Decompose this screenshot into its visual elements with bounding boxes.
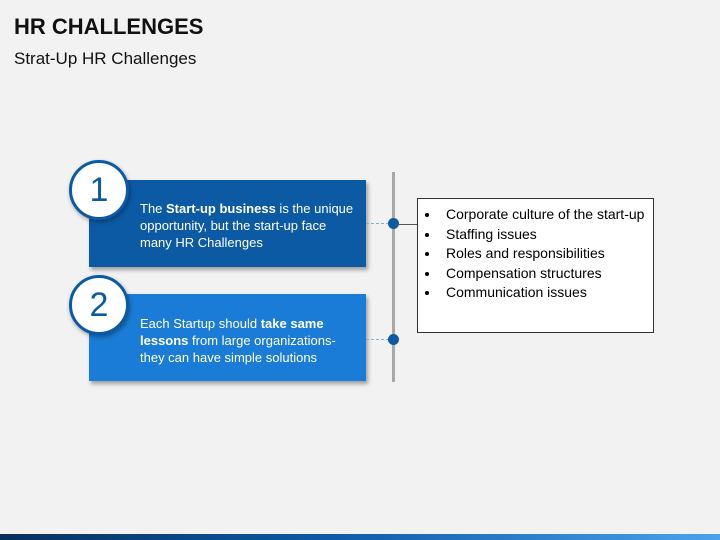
timeline-dot-2 <box>388 334 399 345</box>
list-connector-line <box>395 224 417 225</box>
step-1-text-bold: Start-up business <box>166 201 276 216</box>
page-title: HR CHALLENGES <box>14 14 204 39</box>
challenges-list-box: Corporate culture of the start-up Staffi… <box>417 198 654 333</box>
challenge-item: Communication issues <box>440 283 645 303</box>
step-2-box: Each Startup should take same lessons fr… <box>89 294 366 381</box>
challenge-item: Roles and responsibilities <box>440 244 645 264</box>
footer-accent-bar <box>0 534 720 540</box>
timeline-dot-1 <box>388 218 399 229</box>
step-1-box: The Start-up business is the unique oppo… <box>89 180 366 267</box>
step-2-number-badge: 2 <box>69 275 129 335</box>
page-subtitle: Strat-Up HR Challenges <box>14 49 197 68</box>
challenges-list: Corporate culture of the start-up Staffi… <box>426 205 645 303</box>
step-2-text-bold: take same lessons <box>140 316 324 348</box>
step-1-number-badge: 1 <box>69 160 129 220</box>
step-2-dashed-connector <box>366 339 394 340</box>
challenge-item: Compensation structures <box>440 264 645 284</box>
step-1-text-pre: The <box>140 201 167 216</box>
step-2-text-pre: Each Startup should <box>140 316 261 331</box>
step-2-text-post: from large organizations- they can have … <box>140 333 336 365</box>
step-1-text-post: is the unique opportunity, but the start… <box>140 201 354 250</box>
step-1-dashed-connector <box>366 223 394 224</box>
timeline-vertical-line <box>392 172 395 382</box>
challenge-item: Corporate culture of the start-up <box>440 205 645 225</box>
challenge-item: Staffing issues <box>440 225 645 245</box>
